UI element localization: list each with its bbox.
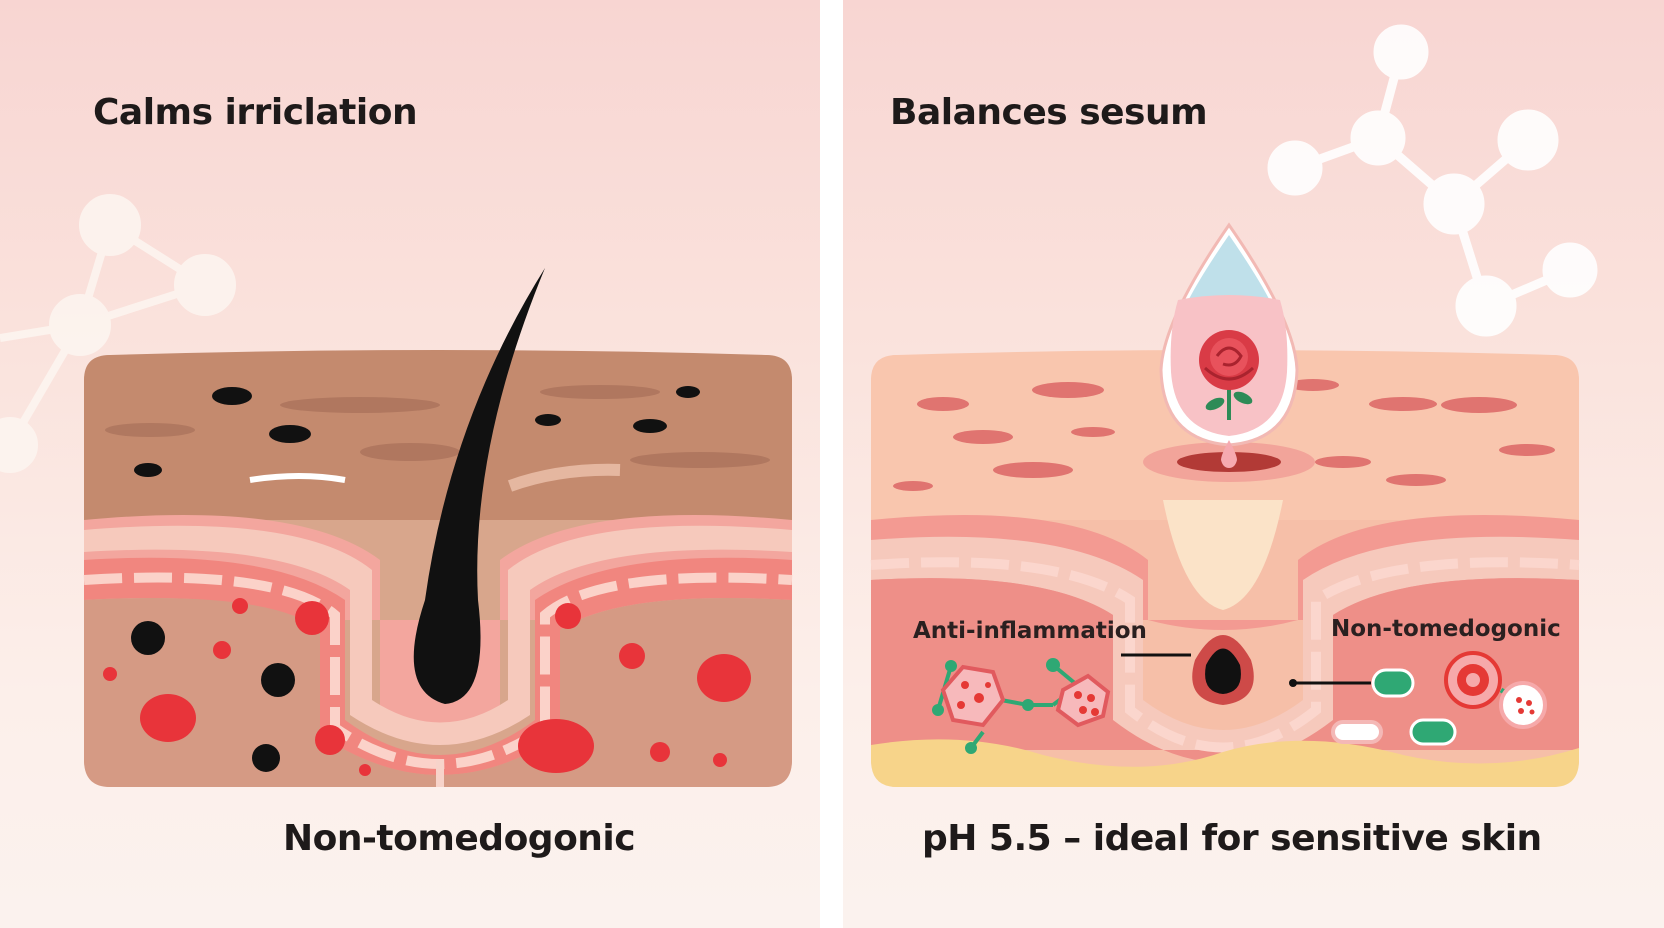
left-panel-caption: Non-tomedogonic	[283, 818, 636, 859]
irritated-skin-illustration	[0, 194, 793, 787]
molecule-icon	[932, 658, 1111, 754]
panel-divider	[820, 0, 843, 928]
molecule-icon	[1267, 24, 1598, 337]
rose-icon	[1199, 330, 1259, 420]
molecule-icon	[0, 194, 236, 473]
callout-non-comedogenic: Non-tomedogonic	[1331, 616, 1561, 642]
right-panel-title: Balances sesum	[890, 92, 1208, 133]
right-panel: Balances sesum Anti-inflammation Non-tom…	[843, 0, 1664, 928]
left-panel: Calms irriclation Non-tomedogonic	[0, 0, 820, 928]
molecule-icon	[1331, 651, 1547, 746]
hair-icon	[413, 268, 545, 704]
callout-anti-inflammation: Anti-inflammation	[913, 618, 1147, 644]
balanced-skin-illustration	[870, 24, 1598, 787]
right-panel-caption: pH 5.5 – ideal for sensitive skin	[922, 818, 1542, 859]
left-panel-title: Calms irriclation	[93, 92, 418, 133]
